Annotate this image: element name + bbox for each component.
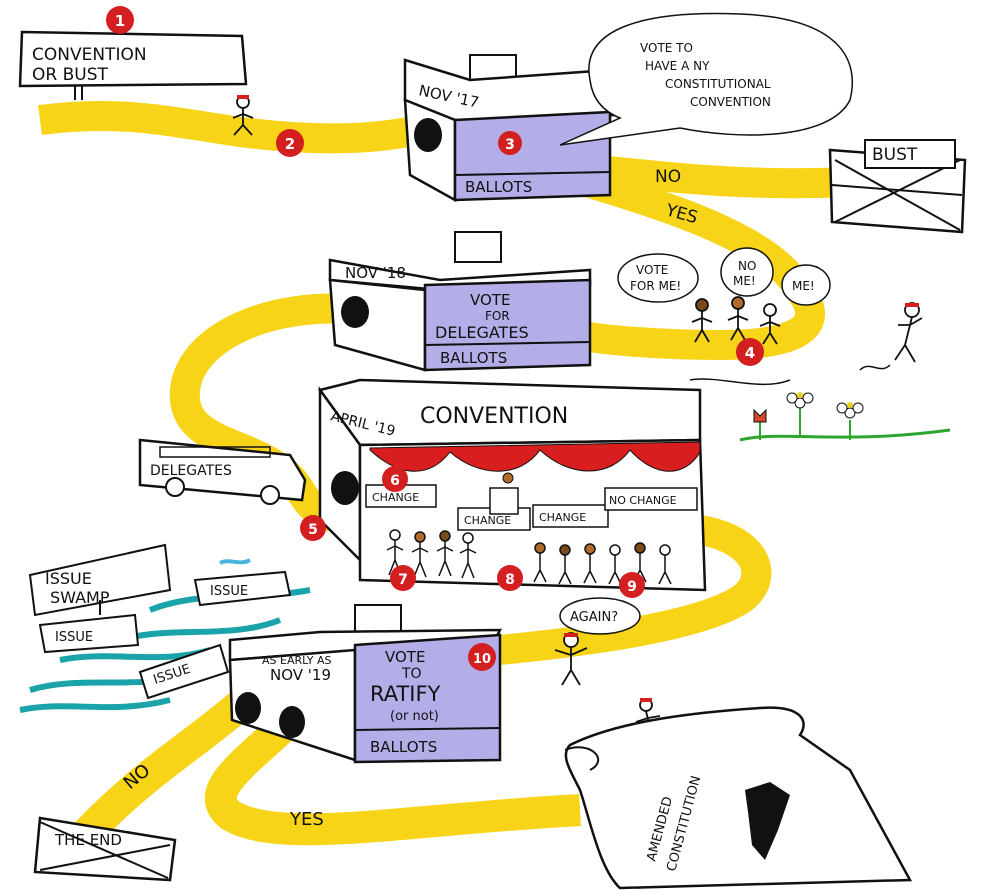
road-segment-no-1: [598, 155, 851, 199]
ballot-box-3-date-1: AS EARLY AS: [262, 654, 332, 667]
bubble-3-text: ME!: [792, 279, 815, 293]
road: [38, 100, 851, 862]
speech-bubble-no-me: [720, 247, 774, 297]
path-label-no-1: NO: [655, 167, 681, 187]
flowers: [689, 364, 951, 442]
ballot-box-3-face-3: RATIFY: [370, 682, 441, 706]
amended-constitution-scroll: AMENDED CONSTITUTION: [564, 706, 913, 890]
ballot-box-nov-17: NOV '17 BALLOTS: [403, 54, 617, 203]
step-marker-3: 3: [498, 131, 522, 155]
step-marker-10: 10: [468, 643, 496, 671]
ballot-box-3-label: BALLOTS: [370, 738, 437, 756]
path-label-yes-2: YES: [289, 809, 324, 830]
bubble-2-line-1: NO: [738, 259, 756, 273]
ballot-box-1-label: BALLOTS: [465, 178, 532, 196]
svg-text:7: 7: [398, 572, 408, 588]
the-end-text: THE END: [54, 831, 122, 849]
start-sign-line-2: OR BUST: [32, 65, 108, 85]
start-sign: CONVENTION OR BUST: [18, 30, 248, 100]
walker-figure-right: [894, 302, 923, 363]
ballot-box-nov-18: NOV '18 VOTE FOR DELEGATES BALLOTS: [328, 231, 592, 372]
candidate-figures: [691, 296, 781, 345]
svg-text:4: 4: [745, 344, 755, 362]
ballot-box-2-face-1: VOTE: [470, 291, 510, 309]
ballot-box-2-face-3: DELEGATES: [435, 323, 529, 342]
bubble-1-line-2: FOR ME!: [630, 279, 681, 293]
step-marker-8: 8: [497, 565, 523, 591]
road-segment-start: [38, 100, 429, 154]
speech-bubble-vote-for-me: [617, 253, 699, 303]
walker-figure-again: [554, 632, 588, 686]
step-markers: 1 2 3 4 5 6 7 8 9 10: [106, 6, 764, 671]
speech-bubble-again: AGAIN?: [559, 597, 641, 635]
issue-swamp: ISSUE SWAMP ISSUE ISSUE ISSUE: [19, 543, 311, 713]
svg-text:1: 1: [115, 12, 125, 30]
bus-label: DELEGATES: [150, 463, 232, 479]
issue-swamp-line-1: ISSUE: [45, 569, 92, 588]
issue-box-2: ISSUE: [55, 630, 93, 645]
walker-figure-top: [232, 95, 254, 136]
bust-gate: BUST: [828, 139, 967, 234]
issue-swamp-line-2: SWAMP: [50, 588, 110, 607]
step-marker-7: 7: [390, 565, 416, 591]
issue-box-1: ISSUE: [210, 584, 248, 599]
again-text: AGAIN?: [570, 610, 618, 625]
step-marker-2: 2: [276, 129, 304, 157]
delegates-bus: DELEGATES: [138, 438, 307, 505]
start-sign-line-1: CONVENTION: [32, 45, 147, 65]
svg-text:6: 6: [390, 473, 400, 489]
bust-sign-text: BUST: [872, 145, 918, 165]
convention-sign-1: CHANGE: [372, 491, 419, 504]
road-segment-yes-1: [575, 165, 825, 361]
convention-sign-2: CHANGE: [464, 514, 511, 527]
ballot-box-3-date-2: NOV '19: [270, 666, 331, 684]
road-segment-yes-2: [204, 708, 581, 846]
callout-line-3: CONSTITUTIONAL: [665, 77, 771, 91]
walker-figure-scroll: [635, 698, 663, 735]
ballot-box-2-label: BALLOTS: [440, 349, 507, 367]
convention-sign-4: NO CHANGE: [609, 494, 677, 507]
svg-text:2: 2: [285, 135, 295, 153]
speech-bubbles: VOTE FOR ME! NO ME! ME!: [617, 247, 831, 306]
convention-title: CONVENTION: [420, 404, 568, 429]
svg-text:5: 5: [308, 522, 318, 538]
callout-line-2: HAVE A NY: [645, 59, 710, 73]
svg-text:8: 8: [505, 572, 515, 588]
step-marker-9: 9: [619, 572, 645, 598]
ballot-box-nov-19: AS EARLY AS NOV '19 VOTE TO RATIFY (or n…: [228, 604, 503, 764]
callout-line-4: CONVENTION: [690, 95, 771, 109]
callout-line-1: VOTE TO: [640, 41, 693, 55]
ballot-box-2-face-2: FOR: [485, 309, 510, 323]
svg-text:9: 9: [627, 579, 637, 595]
step-marker-1: 1: [106, 6, 134, 34]
ballot-box-3-face-1: VOTE: [385, 648, 425, 666]
step-marker-5: 5: [300, 515, 326, 541]
bubble-1-line-1: VOTE: [636, 263, 668, 277]
convention-sign-3: CHANGE: [539, 511, 586, 524]
ballot-box-3-face-4: (or not): [390, 709, 439, 724]
step-marker-4: 4: [736, 338, 764, 366]
ballot-box-2-date: NOV '18: [345, 264, 406, 282]
podium: [489, 487, 519, 515]
convention-building: CONVENTION APRIL '19 CHANGE CHANGE CHANG…: [317, 378, 707, 592]
step-marker-6: 6: [382, 466, 408, 492]
svg-text:10: 10: [473, 652, 491, 667]
road-segment-to-ratify: [498, 515, 772, 665]
callout-vote-constitutional-convention: VOTE TO HAVE A NY CONSTITUTIONAL CONVENT…: [559, 12, 854, 146]
bubble-2-line-2: ME!: [733, 274, 756, 288]
svg-text:3: 3: [505, 137, 515, 153]
the-end-gate: THE END: [33, 816, 177, 882]
speech-bubble-me: [781, 264, 831, 306]
convention-crowd: [386, 529, 672, 585]
ballot-box-3-face-2: TO: [401, 666, 422, 682]
